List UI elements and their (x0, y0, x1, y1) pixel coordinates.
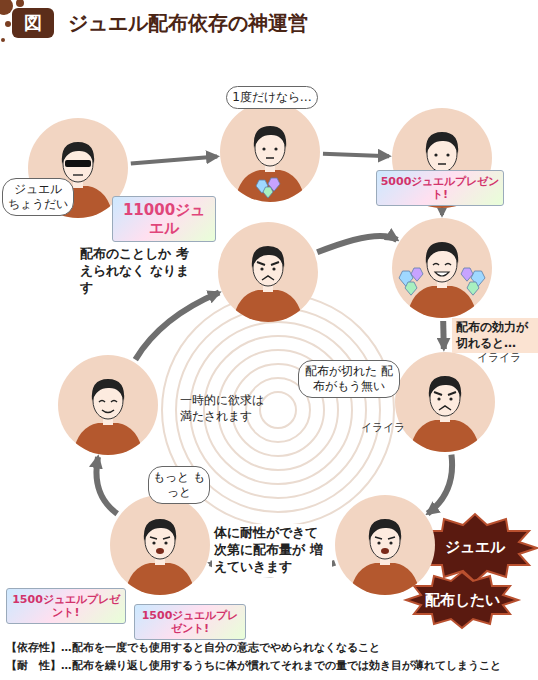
person-illustration (392, 218, 492, 318)
flow-arrow (131, 156, 217, 163)
diagram-title: ジュエル配布依存の神運営 (68, 10, 308, 37)
flow-arrow (440, 321, 447, 349)
footnote: 【耐 性】…配布を繰り返し使用するうちに体が慣れてそれまでの量では効き目が薄れて… (6, 659, 536, 673)
speech-bubble: 配布が切れた 配布がもう無い (298, 360, 400, 398)
character-circle: 1度だけなら… (220, 102, 320, 202)
craving-text: ジュエル (430, 538, 520, 557)
gift-banner: 11000ジュエル (112, 196, 216, 242)
flow-arrow (440, 211, 444, 215)
character-circle: 配布のことしか 考えられなく なります11000ジュエル (218, 222, 318, 322)
gift-banner: 1500ジュエルプレゼント! (134, 604, 246, 640)
explanation-text: 配布のことしか 考えられなく なります (80, 246, 194, 297)
flow-arrow (96, 457, 117, 514)
spiky-burst (406, 572, 518, 628)
flow-arrow (317, 236, 397, 252)
explanation-text: 体に耐性ができて 次第に配布量が 増えていきます (212, 524, 332, 577)
person-illustration (218, 222, 318, 322)
character-circle: ジュエル配布したい (335, 495, 435, 595)
flow-arrow (428, 455, 452, 514)
footnote: 【依存性】…配布を一度でも使用すると自分の意志でやめられなくなること (6, 641, 534, 655)
flow-arrow (135, 293, 219, 360)
character-circle: 配布が切れた 配布がもう無いイライライライラ (395, 352, 495, 452)
person-illustration (220, 102, 320, 202)
speech-bubble: ジュエル ちょうだい (2, 178, 74, 216)
character-circle (392, 218, 492, 318)
person-illustration (395, 352, 495, 452)
gift-banner: 1500ジュエルプレゼント! (6, 588, 126, 624)
character-circle: 5000ジュエルプレゼント! (392, 108, 492, 208)
person-illustration (58, 355, 158, 455)
speech-bubble: もっと もっと (148, 466, 210, 504)
craving-text: 配布したい (417, 591, 507, 610)
flow-arrow (323, 154, 389, 156)
explanation-text: 一時的に欲求は 満たされます (180, 392, 276, 424)
figure-badge: 図 (12, 8, 54, 38)
person-illustration (335, 495, 435, 595)
gift-banner: 5000ジュエルプレゼント! (376, 170, 504, 206)
mood-text: イライラ (356, 420, 410, 435)
character-circle: 一時的に欲求は 満たされます (58, 355, 158, 455)
character-circle: もっと もっと体に耐性ができて 次第に配布量が 増えていきます1500ジュエルプ… (110, 495, 210, 595)
person-illustration (110, 495, 210, 595)
edge-label: 配布の効力が 切れると… (452, 318, 538, 353)
speech-bubble: 1度だけなら… (226, 86, 318, 109)
